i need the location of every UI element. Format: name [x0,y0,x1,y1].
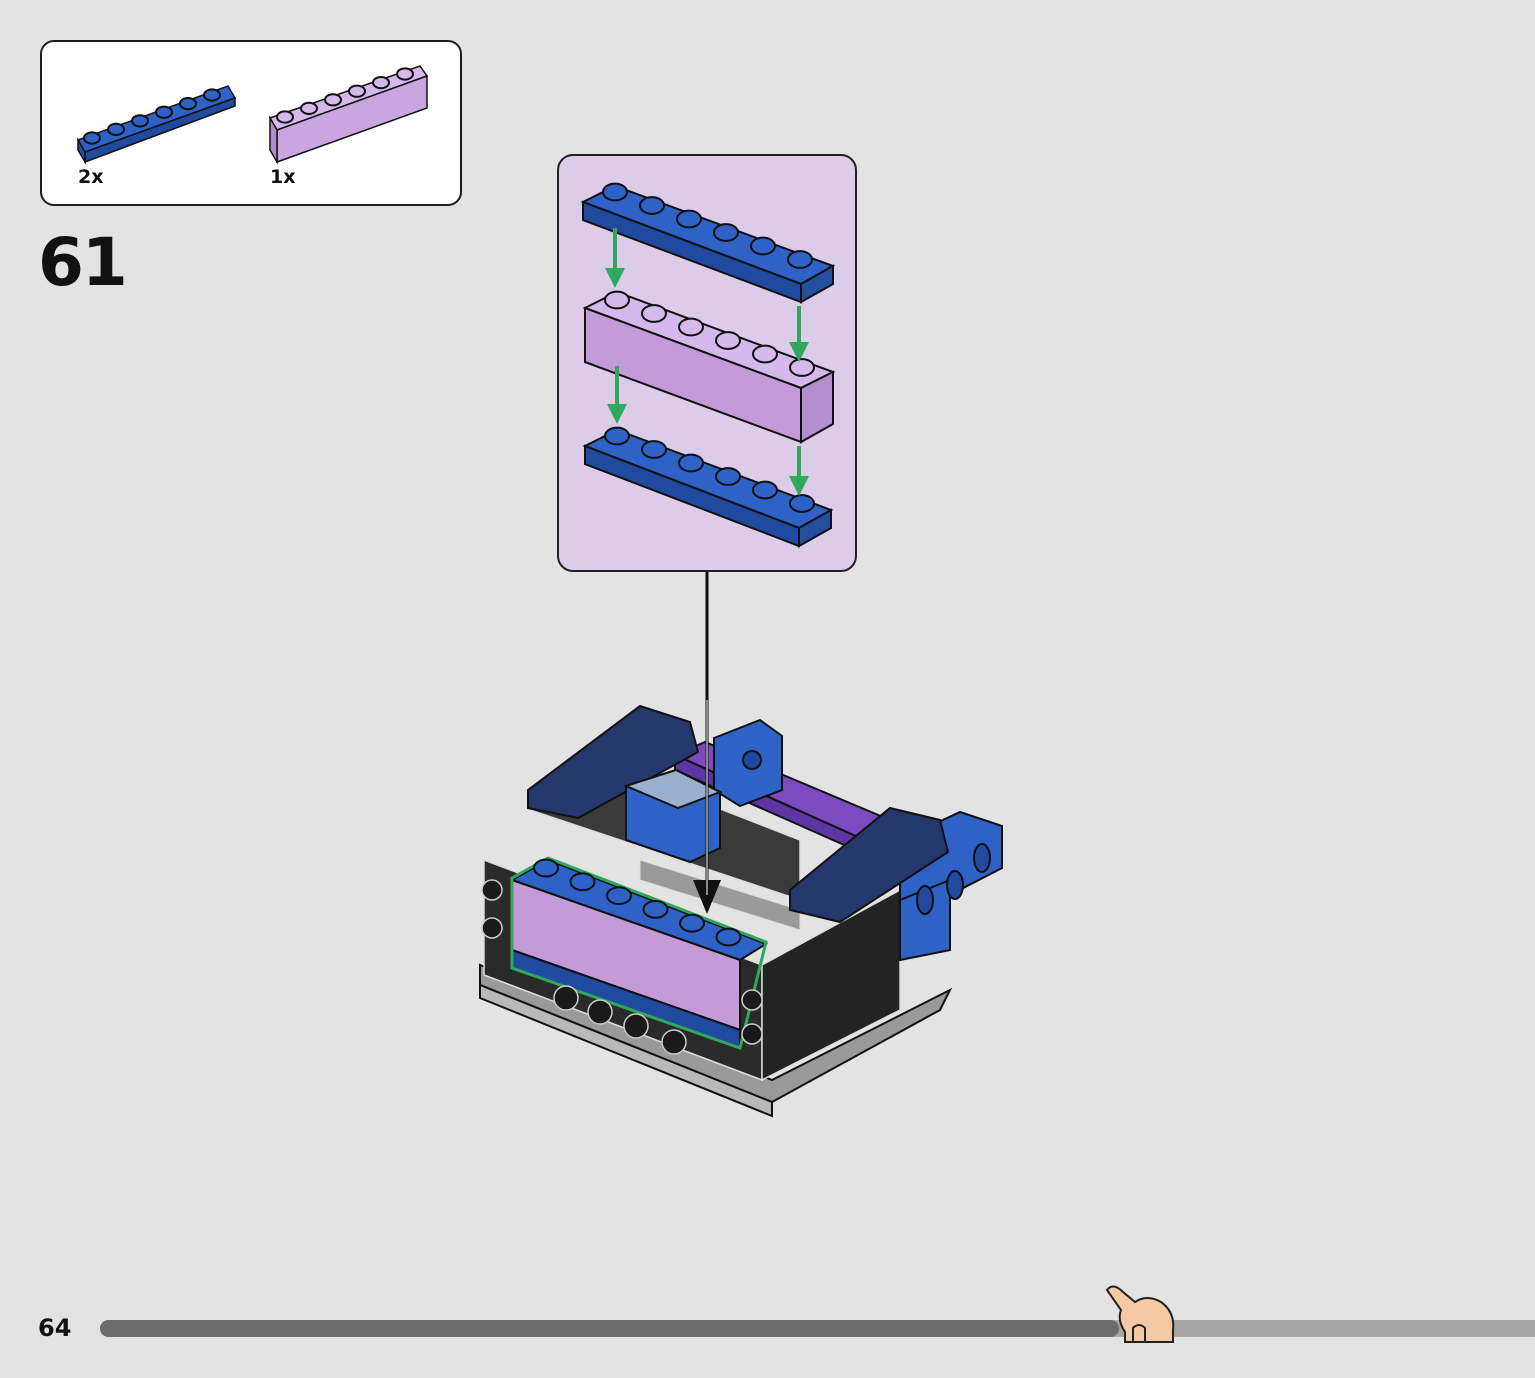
model-illustration [479,572,1003,1118]
model-base-plate [479,963,953,1118]
stud [602,182,628,202]
placement-arrow [693,572,721,914]
stud [787,250,813,269]
stud [569,872,596,892]
stud [155,105,173,119]
model-front-studs [533,858,742,947]
stud [715,467,741,486]
parts-list-box: 2x 1x [40,40,462,206]
stud [713,223,739,242]
model-front-technic-holes [481,879,763,1055]
page-number: 64 [38,1314,72,1342]
progress-bar-track [100,1320,1535,1337]
model-navy-slope-right [789,806,950,924]
stud [752,480,778,500]
model-inner-blue-brick [623,768,723,864]
stud [752,344,778,364]
progress-bar-fill [100,1320,1119,1337]
part-quantity-blue: 2x [78,166,104,188]
model-navy-slope-left [527,704,700,820]
callout-bottom-plate-studs [604,426,815,513]
stud [276,110,294,124]
part-quantity-lavender: 1x [270,166,296,188]
sub-assembly-callout [557,154,857,572]
lavender-brick-studs [276,67,414,124]
stud [642,900,669,919]
blue-plate-studs [83,88,221,145]
model-blue-technic-left [713,718,783,808]
stud [533,858,559,878]
stud [131,114,149,128]
assembly-arrows [605,228,809,496]
stud [396,67,414,81]
stud [715,927,742,947]
stud [348,84,366,98]
stud [300,101,318,116]
stud [639,196,665,215]
stud [107,122,125,137]
stud [606,886,632,905]
stud [179,97,197,111]
hand-icon [1105,1285,1175,1343]
stud [324,93,342,107]
stud [604,290,630,310]
stud [676,209,702,229]
stud [641,440,667,459]
callout-top-plate-studs [602,182,813,269]
stud [678,317,704,337]
sub-assembly-illustration [580,182,836,548]
stud [203,88,221,102]
stud [372,76,390,90]
stud [604,426,630,446]
stud [678,453,704,473]
stud [83,131,101,145]
parts-illustration [76,65,429,165]
stud [641,304,667,323]
callout-brick-studs [604,290,815,377]
step-number: 61 [38,224,128,301]
stud [679,913,705,933]
stud [750,236,776,256]
stud [715,331,741,350]
stud [789,358,815,377]
stud [789,494,815,513]
